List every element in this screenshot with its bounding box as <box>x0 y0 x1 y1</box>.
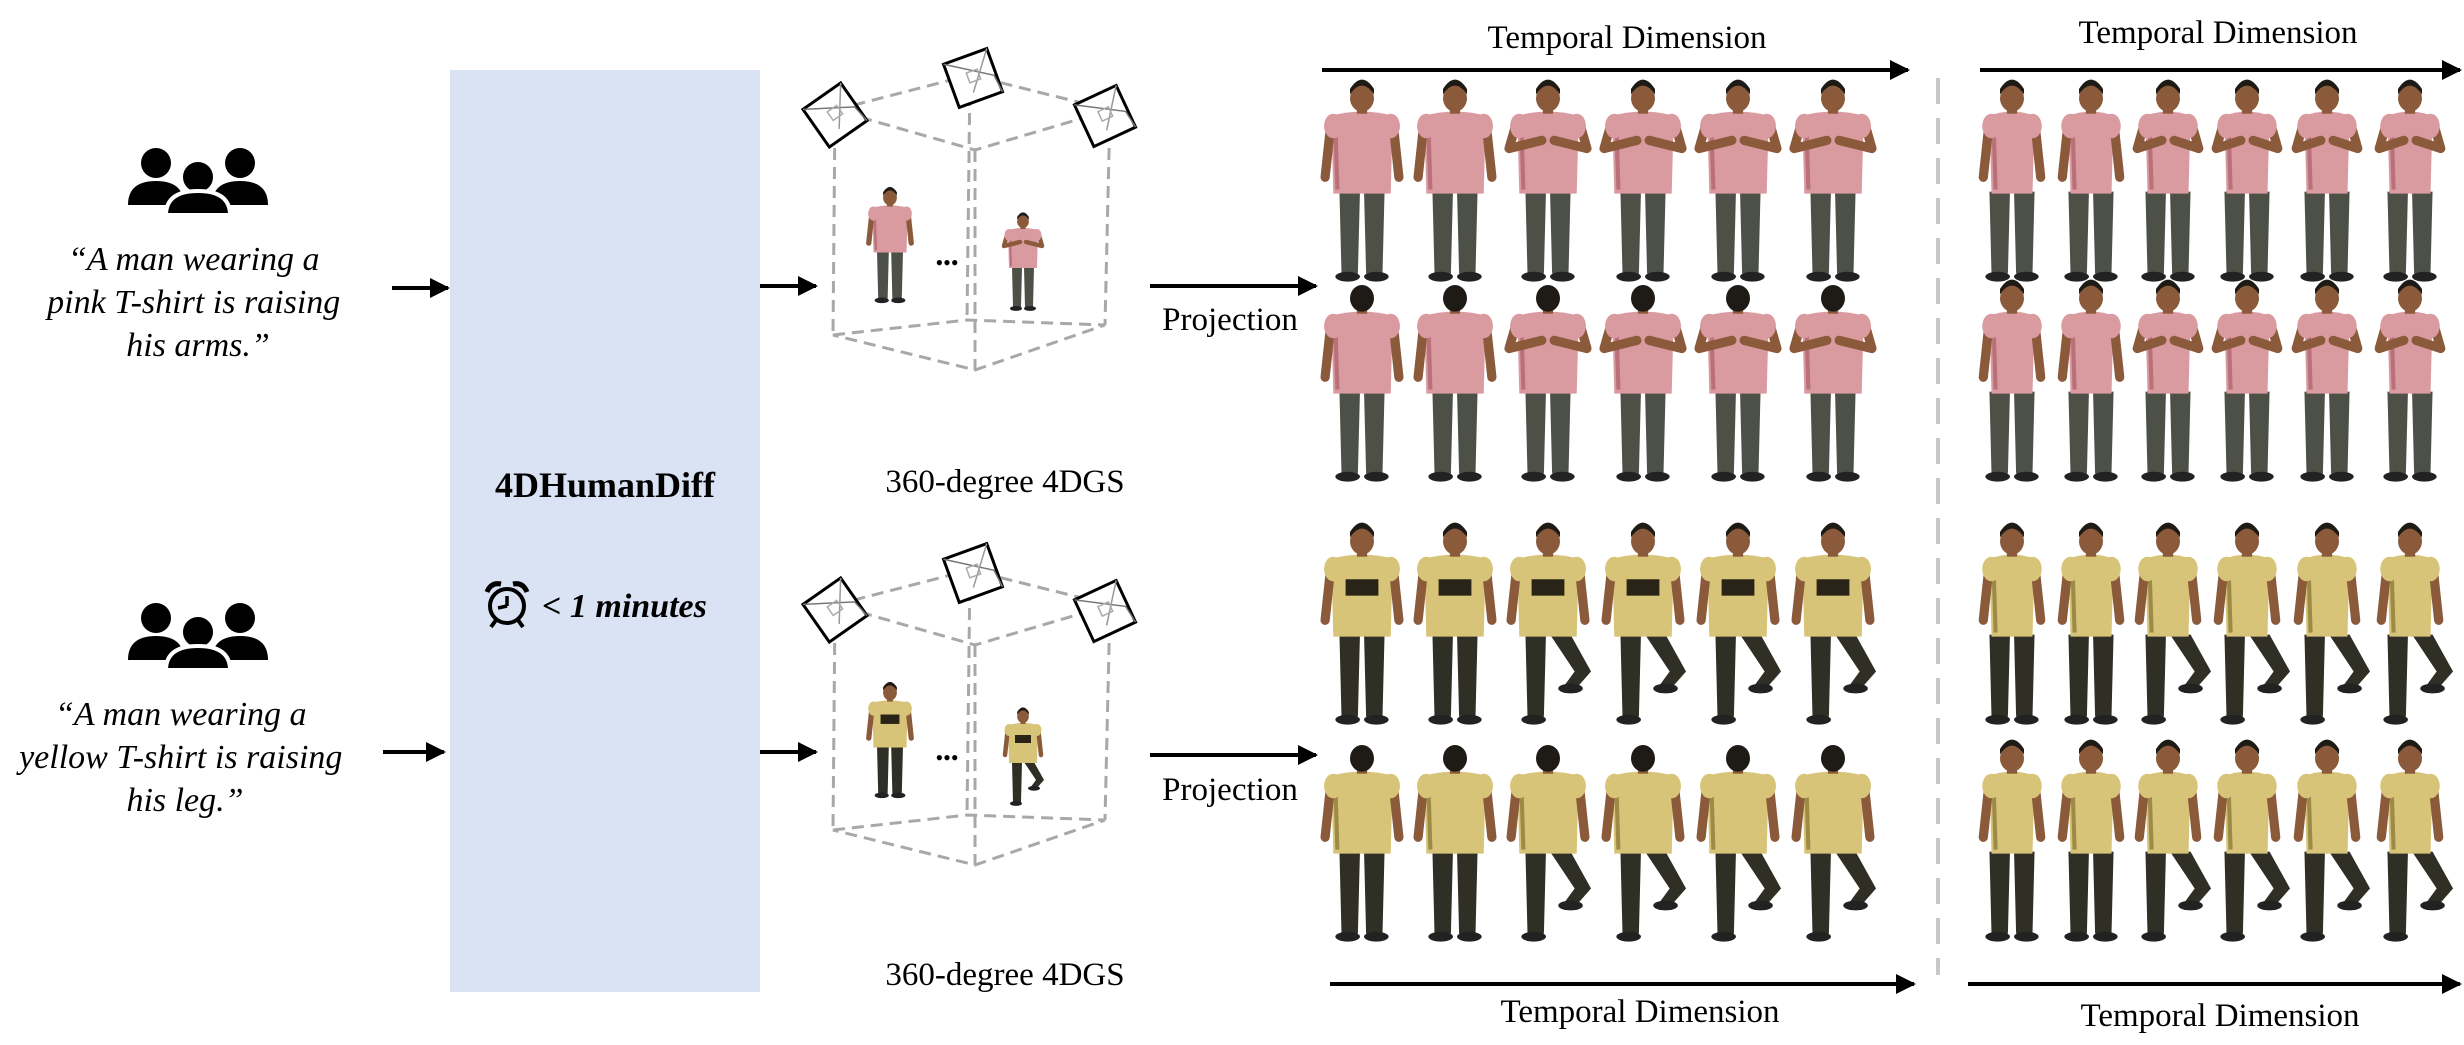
person-figure <box>1599 285 1687 482</box>
alarm-clock-icon <box>484 581 530 629</box>
person-figure <box>1601 745 1687 942</box>
cube-edge <box>1103 109 1112 326</box>
person-figure <box>2293 739 2371 942</box>
person-figure <box>2057 522 2125 725</box>
prompt-2-line-3: his leg.” <box>126 782 243 819</box>
person-figure <box>2057 739 2125 942</box>
person-figure <box>1413 79 1497 282</box>
person-figure <box>2213 739 2291 942</box>
camera-icon <box>800 80 870 150</box>
prompt-text-1: “A man wearing a pink T-shirt is raising… <box>45 241 349 364</box>
person-figure <box>1506 522 1592 725</box>
person-figure <box>2213 522 2291 725</box>
projection-label-2: Projection <box>1162 772 1298 808</box>
person-figure <box>1413 745 1497 942</box>
camera-icon <box>800 575 870 645</box>
person-figure <box>2376 522 2454 725</box>
person-figure <box>1320 285 1404 482</box>
person-figure <box>1789 285 1877 482</box>
person-figure <box>1694 79 1782 282</box>
temporal-label-bottom-right: Temporal Dimension <box>2080 998 2359 1034</box>
person-figure <box>2132 79 2204 282</box>
prompt-text-2: “A man wearing a yellow T-shirt is raisi… <box>16 696 351 819</box>
person-figure <box>2132 279 2204 482</box>
person-figure <box>1978 79 2046 282</box>
person-figure <box>1789 79 1877 282</box>
person-figure <box>1694 285 1782 482</box>
person-figure <box>1320 745 1404 942</box>
person-figure <box>1791 745 1877 942</box>
prompt-1-line-1: “A man wearing a <box>68 241 320 278</box>
cube-edge <box>965 569 972 816</box>
camera-icon <box>1072 83 1138 149</box>
person-figure <box>1599 79 1687 282</box>
person-figure <box>1696 745 1782 942</box>
temporal-label-top-left: Temporal Dimension <box>1487 20 1766 56</box>
person-figure <box>2134 739 2212 942</box>
prompt-2-line-1: “A man wearing a <box>55 696 307 733</box>
prompt-2-line-2: yellow T-shirt is raising <box>16 739 342 776</box>
person-figure <box>1413 522 1497 725</box>
model-name: 4DHumanDiff <box>495 465 716 505</box>
person-figure <box>1978 279 2046 482</box>
person-figure <box>1506 745 1592 942</box>
person-figure <box>2211 79 2283 282</box>
camera-icon <box>941 46 1005 110</box>
person-figure <box>2211 279 2283 482</box>
person-figure <box>866 186 914 304</box>
person-figure <box>2291 279 2363 482</box>
person-figure <box>1504 79 1592 282</box>
person-figure <box>1696 522 1782 725</box>
person-figure <box>1413 285 1497 482</box>
person-figure <box>2291 79 2363 282</box>
person-figure <box>1001 212 1045 311</box>
4dgs-cube-2: ••• <box>800 541 1138 867</box>
person-figure <box>2057 279 2125 482</box>
person-figure <box>1791 522 1877 725</box>
model-block <box>450 70 760 992</box>
prompt-1-line-3: his arms.” <box>126 327 270 364</box>
cube-edge <box>1103 604 1112 821</box>
projection-label-1: Projection <box>1162 302 1298 338</box>
person-figure <box>2376 739 2454 942</box>
cube-edge <box>832 318 1106 372</box>
camera-icon <box>1072 578 1138 644</box>
ellipsis: ••• <box>935 250 958 275</box>
prompt-1-line-2: pink T-shirt is raising <box>45 284 340 321</box>
person-figure <box>2374 79 2446 282</box>
camera-icon <box>941 541 1005 605</box>
4dgs-label-2: 360-degree 4DGS <box>885 957 1124 993</box>
person-figure <box>1504 285 1592 482</box>
cube-edge <box>965 74 972 321</box>
temporal-label-bottom-left: Temporal Dimension <box>1500 994 1779 1030</box>
person-figure <box>2374 279 2446 482</box>
people-icon <box>128 148 268 217</box>
time-label: < 1 minutes <box>542 588 707 625</box>
person-figure <box>866 681 914 799</box>
person-figure <box>1320 522 1404 725</box>
people-icon <box>128 603 268 672</box>
person-figure <box>1978 739 2046 942</box>
cube-edge <box>832 813 1106 867</box>
person-figure <box>1978 522 2046 725</box>
4dgs-label-1: 360-degree 4DGS <box>885 464 1124 500</box>
projected-frames <box>1320 79 2454 942</box>
person-figure <box>2134 522 2212 725</box>
person-figure <box>2057 79 2125 282</box>
person-figure <box>1320 79 1404 282</box>
person-figure <box>1601 522 1687 725</box>
person-figure <box>2293 522 2371 725</box>
ellipsis: ••• <box>935 745 958 770</box>
person-figure <box>1002 707 1044 806</box>
temporal-label-top-right: Temporal Dimension <box>2078 15 2357 51</box>
4dgs-cube-1: ••• <box>800 46 1138 372</box>
